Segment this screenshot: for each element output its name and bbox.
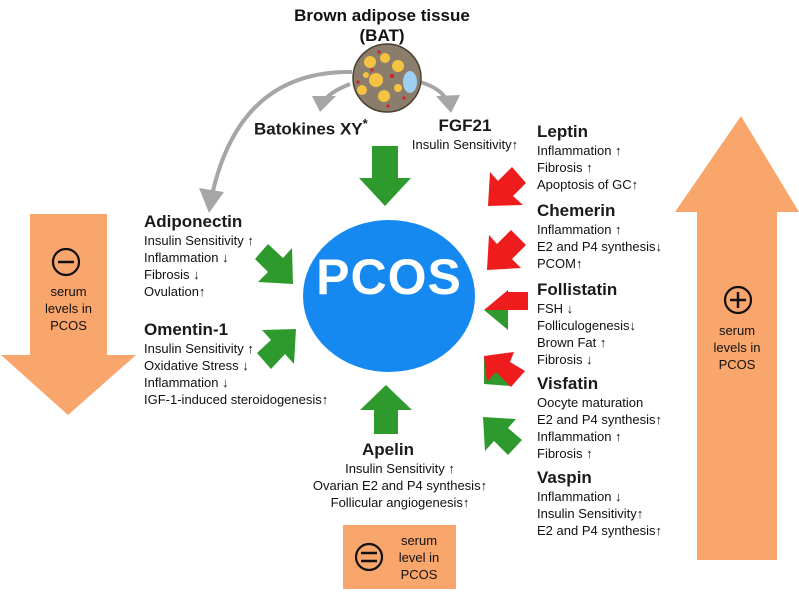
grey-arrow-to-adiponectin <box>210 69 353 196</box>
bat-title-line1: Brown adipose tissue <box>294 6 470 25</box>
green-arrow-adiponectin <box>255 244 293 284</box>
orange-down-arrow <box>1 214 136 415</box>
follistatin-title: Follistatin <box>537 280 618 299</box>
chemerin-line-2: E2 and P4 synthesis↓ <box>537 239 663 254</box>
adiponectin-line-4: Ovulation↑ <box>144 284 206 299</box>
legend-minus-text: serum levels in PCOS <box>30 283 107 334</box>
follistatin-line-2: Folliculogenesis↓ <box>537 318 636 333</box>
leptin-line-1: Inflammation ↑ <box>537 143 622 158</box>
follistatin-line-4: Fibrosis ↓ <box>537 352 593 367</box>
leptin-line-2: Fibrosis ↑ <box>537 160 593 175</box>
chemerin-block: Chemerin Inflammation ↑ E2 and P4 synthe… <box>537 201 662 272</box>
adiponectin-line-2: Inflammation ↓ <box>144 250 229 265</box>
green-arrow-vaspin <box>483 417 522 455</box>
legend-plus-line-2: levels in <box>713 340 761 355</box>
fgf21-block: FGF21 Insulin Sensitivity↑ <box>400 116 530 153</box>
vaspin-line-2: Insulin Sensitivity↑ <box>537 506 644 521</box>
legend-equal-text: serum level in PCOS <box>384 532 454 583</box>
chemerin-line-3: PCOM↑ <box>537 256 583 271</box>
omentin-block: Omentin-1 Insulin Sensitivity ↑ Oxidativ… <box>144 320 328 408</box>
leptin-line-3: Apoptosis of GC↑ <box>537 177 639 192</box>
legend-minus-line-2: levels in <box>45 301 92 316</box>
equal-circle-icon <box>354 542 384 572</box>
pcos-label: PCOS <box>316 249 462 305</box>
chemerin-line-1: Inflammation ↑ <box>537 222 622 237</box>
fgf21-line-1: Insulin Sensitivity↑ <box>411 137 519 152</box>
green-arrow-apelin <box>360 385 412 434</box>
legend-plus-line-3: PCOS <box>718 357 756 372</box>
legend-minus-line-1: serum <box>50 284 87 299</box>
minus-circle-icon <box>51 247 81 277</box>
vaspin-line-1: Inflammation ↓ <box>537 489 622 504</box>
leptin-block: Leptin Inflammation ↑ Fibrosis ↑ Apoptos… <box>537 122 638 193</box>
grey-arrowhead-adiponectin <box>199 188 224 213</box>
apelin-line-2: Ovarian E2 and P4 synthesis↑ <box>312 478 488 493</box>
red-arrow-visfatin <box>484 352 525 387</box>
adiponectin-line-3: Fibrosis ↓ <box>144 267 200 282</box>
plus-circle-icon <box>723 285 753 315</box>
adiponectin-title: Adiponectin <box>144 212 243 231</box>
visfatin-line-1: Oocyte maturation <box>537 395 644 410</box>
adiponectin-line-1: Insulin Sensitivity ↑ <box>144 233 254 248</box>
apelin-line-3: Follicular angiogenesis↑ <box>330 495 470 510</box>
green-arrow-omentin <box>257 329 296 369</box>
chemerin-title: Chemerin <box>537 201 616 220</box>
green-arrow-follistatin <box>484 310 528 330</box>
omentin-title: Omentin-1 <box>144 320 229 339</box>
legend-plus-line-1: serum <box>718 323 756 338</box>
vaspin-line-3: E2 and P4 synthesis↑ <box>537 523 663 538</box>
vaspin-block: Vaspin Inflammation ↓ Insulin Sensitivit… <box>537 468 662 539</box>
vaspin-title: Vaspin <box>537 468 592 487</box>
grey-arrowhead-batokines <box>312 96 336 112</box>
follistatin-line-3: Brown Fat ↑ <box>537 335 607 350</box>
omentin-line-4: IGF-1-induced steroidogenesis↑ <box>144 392 329 407</box>
legend-plus-text: serum levels in PCOS <box>697 322 777 373</box>
legend-equal-line-1: serum <box>400 533 438 548</box>
apelin-block: Apelin Insulin Sensitivity ↑ Ovarian E2 … <box>300 440 500 511</box>
visfatin-line-3: Inflammation ↑ <box>537 429 622 444</box>
batokines-title-text: Batokines XY <box>254 119 363 139</box>
batokines-title: Batokines XY* <box>254 116 368 140</box>
red-arrow-leptin <box>488 167 526 206</box>
orange-equal-box <box>343 525 456 589</box>
green-arrow-top <box>359 146 411 206</box>
grey-arrowhead-fgf21 <box>436 95 460 113</box>
legend-equal-line-3: PCOS <box>400 567 438 582</box>
bat-title: Brown adipose tissue (BAT) <box>262 6 502 46</box>
apelin-line-1: Insulin Sensitivity ↑ <box>345 461 455 476</box>
leptin-title: Leptin <box>537 122 588 141</box>
omentin-line-2: Oxidative Stress ↓ <box>144 358 249 373</box>
visfatin-line-2: E2 and P4 synthesis↑ <box>537 412 663 427</box>
omentin-line-3: Inflammation ↓ <box>144 375 229 390</box>
adiponectin-block: Adiponectin Insulin Sensitivity ↑ Inflam… <box>144 212 254 300</box>
visfatin-block: Visfatin Oocyte maturation E2 and P4 syn… <box>537 374 662 462</box>
brown-adipose-tissue-icon <box>352 43 422 113</box>
legend-equal-line-2: level in <box>398 550 440 565</box>
batokines-superscript: * <box>362 116 368 131</box>
visfatin-title: Visfatin <box>537 374 599 393</box>
follistatin-line-1: FSH ↓ <box>537 301 574 316</box>
bat-title-line2: (BAT) <box>359 26 405 45</box>
legend-minus-line-3: PCOS <box>50 318 87 333</box>
apelin-title: Apelin <box>362 440 414 459</box>
follistatin-block: Follistatin FSH ↓ Folliculogenesis↓ Brow… <box>537 280 636 368</box>
red-arrow-chemerin <box>487 230 526 270</box>
pcos-ellipse <box>303 220 475 372</box>
red-arrow-follistatin <box>484 290 528 310</box>
fgf21-title: FGF21 <box>438 116 492 135</box>
visfatin-line-4: Fibrosis ↑ <box>537 446 593 461</box>
orange-up-arrow <box>675 116 799 560</box>
omentin-line-1: Insulin Sensitivity ↑ <box>144 341 254 356</box>
